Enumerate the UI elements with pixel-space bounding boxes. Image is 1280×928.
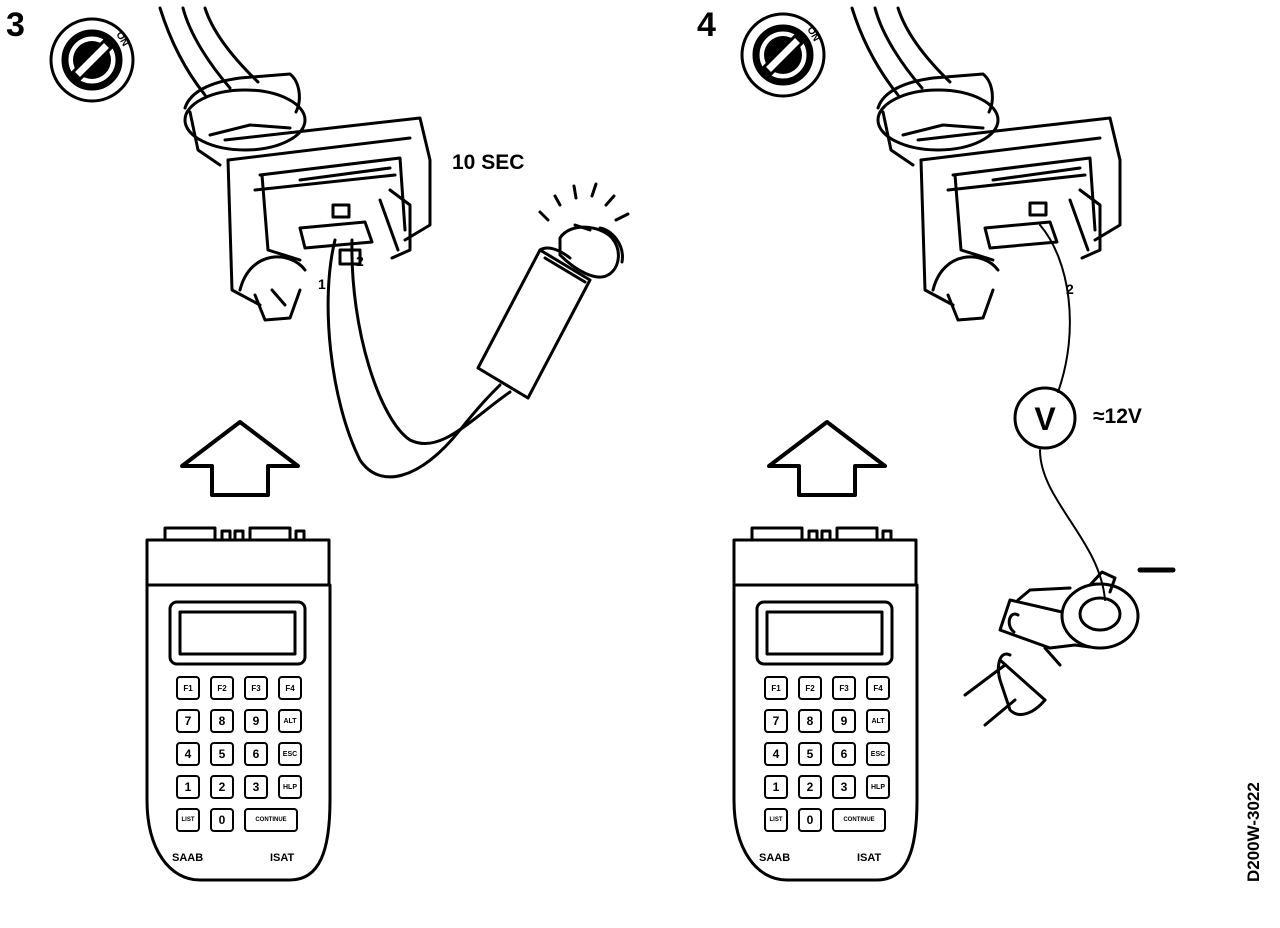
key-5[interactable]: 5 <box>210 742 234 766</box>
key-3[interactable]: 3 <box>244 775 268 799</box>
key-8[interactable]: 8 <box>798 709 822 733</box>
key-f1[interactable]: F1 <box>764 676 788 700</box>
test-lamp-leads <box>326 238 512 479</box>
tester-keypad: F1 F2 F3 F4 7 8 9 ALT 4 5 6 ESC 1 2 3 HL… <box>176 676 306 832</box>
key-6[interactable]: 6 <box>832 742 856 766</box>
key-1[interactable]: 1 <box>176 775 200 799</box>
isat-tester <box>145 526 332 882</box>
key-hlp[interactable]: HLP <box>278 775 302 799</box>
key-f3[interactable]: F3 <box>244 676 268 700</box>
tester-brand-isat: ISAT <box>857 852 882 864</box>
key-0[interactable]: 0 <box>210 808 234 832</box>
tester-brand-saab: SAAB <box>759 852 791 864</box>
harness-cable <box>850 6 952 97</box>
key-f4[interactable]: F4 <box>866 676 890 700</box>
key-f2[interactable]: F2 <box>798 676 822 700</box>
tester-keypad: F1 F2 F3 F4 7 8 9 ALT 4 5 6 ESC 1 2 3 HL… <box>764 676 894 832</box>
key-6[interactable]: 6 <box>244 742 268 766</box>
ignition-on-icon: ON <box>49 17 135 103</box>
figure-code: D200W-3022 <box>1244 782 1263 882</box>
key-list[interactable]: LIST <box>176 808 200 832</box>
key-9[interactable]: 9 <box>832 709 856 733</box>
pin-label-2: 2 <box>356 253 364 269</box>
key-4[interactable]: 4 <box>176 742 200 766</box>
ecu-connector <box>183 72 432 322</box>
tester-brand-isat: ISAT <box>270 852 295 864</box>
up-arrow-icon <box>180 420 300 497</box>
key-alt[interactable]: ALT <box>866 709 890 733</box>
voltmeter-symbol: V <box>1034 401 1056 437</box>
key-continue[interactable]: CONTINUE <box>244 808 298 832</box>
key-2[interactable]: 2 <box>210 775 234 799</box>
key-8[interactable]: 8 <box>210 709 234 733</box>
key-0[interactable]: 0 <box>798 808 822 832</box>
tester-brand-saab: SAAB <box>172 852 204 864</box>
key-5[interactable]: 5 <box>798 742 822 766</box>
key-continue[interactable]: CONTINUE <box>832 808 886 832</box>
ignition-on-icon: ON <box>740 12 826 98</box>
key-esc[interactable]: ESC <box>278 742 302 766</box>
key-1[interactable]: 1 <box>764 775 788 799</box>
voltmeter-icon <box>1013 386 1077 450</box>
key-2[interactable]: 2 <box>798 775 822 799</box>
ecu-connector <box>876 72 1122 322</box>
key-f4[interactable]: F4 <box>278 676 302 700</box>
pin-label-2: 2 <box>1066 281 1074 297</box>
isat-tester <box>732 526 919 882</box>
key-7[interactable]: 7 <box>176 709 200 733</box>
key-7[interactable]: 7 <box>764 709 788 733</box>
key-9[interactable]: 9 <box>244 709 268 733</box>
key-list[interactable]: LIST <box>764 808 788 832</box>
test-lamp-icon <box>476 182 630 400</box>
key-hlp[interactable]: HLP <box>866 775 890 799</box>
voltage-label: ≈12V <box>1093 405 1142 428</box>
key-3[interactable]: 3 <box>832 775 856 799</box>
up-arrow-icon <box>767 420 887 497</box>
pin-label-1: 1 <box>318 276 326 292</box>
key-f3[interactable]: F3 <box>832 676 856 700</box>
voltmeter-lead <box>1039 224 1106 601</box>
key-esc[interactable]: ESC <box>866 742 890 766</box>
step-number-4: 4 <box>697 6 716 44</box>
key-4[interactable]: 4 <box>764 742 788 766</box>
key-alt[interactable]: ALT <box>278 709 302 733</box>
step-number-3: 3 <box>6 6 25 44</box>
knock-sensor <box>963 567 1176 727</box>
key-f1[interactable]: F1 <box>176 676 200 700</box>
time-label: 10 SEC <box>452 151 525 174</box>
key-f2[interactable]: F2 <box>210 676 234 700</box>
